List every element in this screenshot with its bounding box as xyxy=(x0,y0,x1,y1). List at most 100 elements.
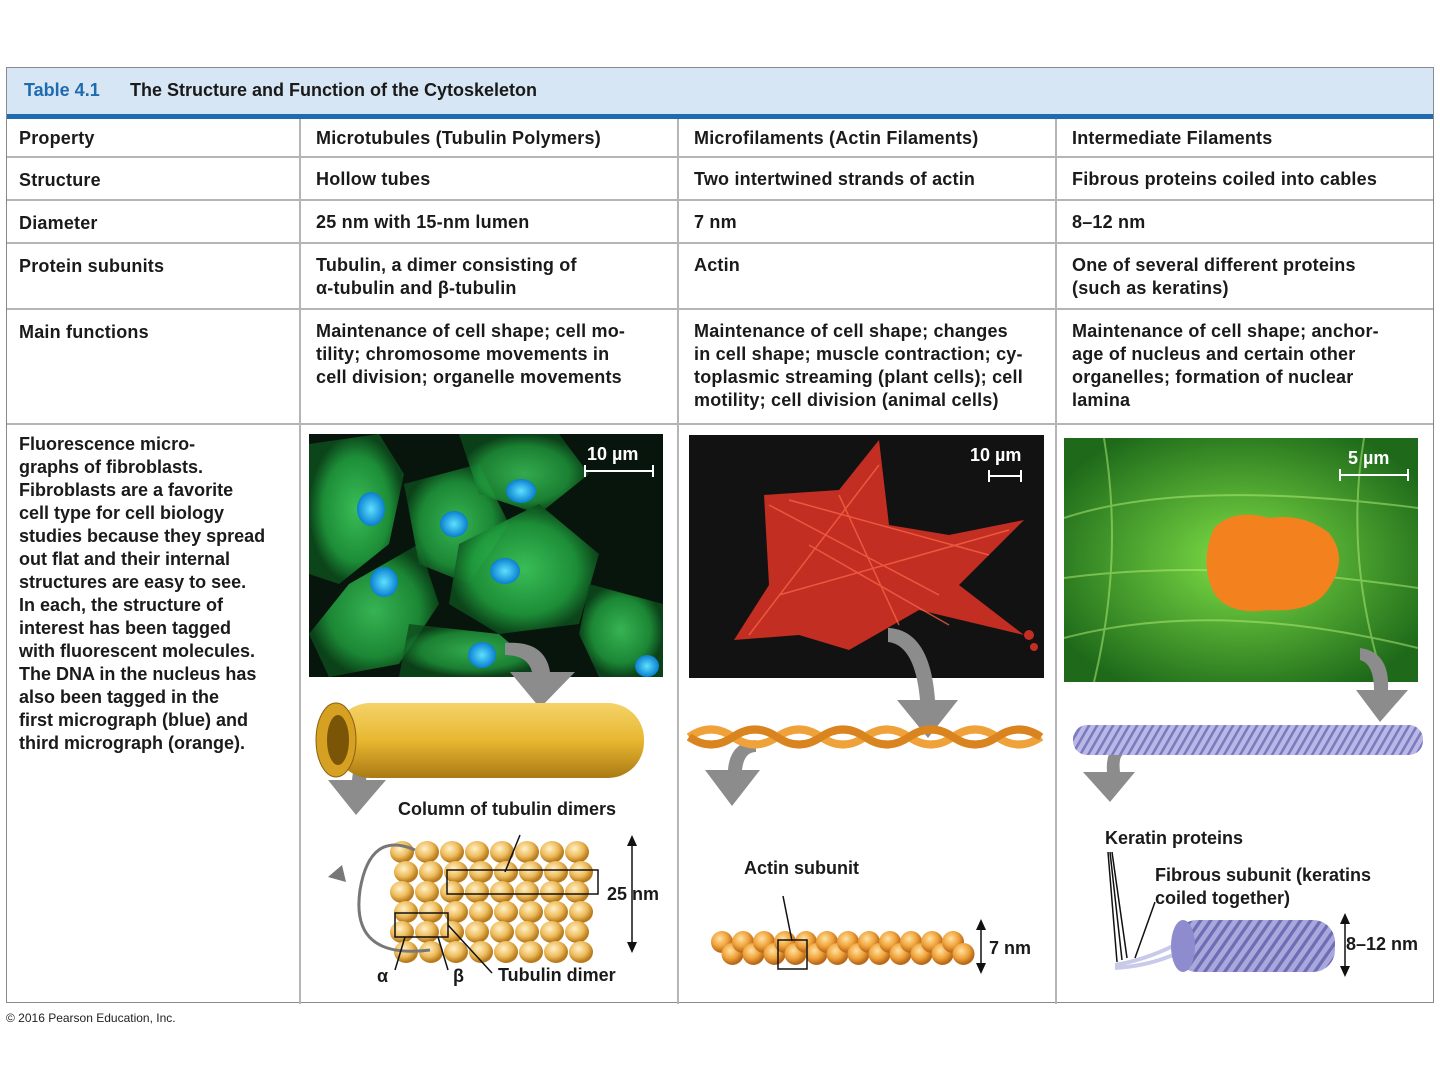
tubulin-subunit xyxy=(415,921,439,943)
tubulin-subunit xyxy=(540,881,564,903)
tubulin-subunit xyxy=(519,941,543,963)
tubulin-subunit xyxy=(515,841,539,863)
keratin-label: Keratin proteins xyxy=(1105,828,1244,848)
tubulin-subunit xyxy=(390,881,414,903)
tubulin-subunit xyxy=(565,881,589,903)
table-cell: 25 nm with 15-nm lumen xyxy=(316,212,530,232)
tubulin-subunit xyxy=(515,881,539,903)
column-header: Intermediate Filaments xyxy=(1072,128,1273,148)
table-cell: Maintenance of cell shape; cell mo- tili… xyxy=(316,320,625,389)
tubulin-subunit xyxy=(544,901,568,923)
tubulin-subunit xyxy=(519,861,543,883)
cell-line: Maintenance of cell shape; changes xyxy=(694,321,1008,341)
scale-label: 10 µm xyxy=(587,444,638,464)
actin-twisted-strand xyxy=(686,725,1044,749)
tubulin-subunit xyxy=(469,901,493,923)
fibroblast-cell xyxy=(459,434,589,514)
tubulin-subunit xyxy=(544,861,568,883)
cell-line: in cell shape; muscle contraction; cy- xyxy=(694,344,1023,364)
leader-line xyxy=(1107,851,1118,963)
leader-line xyxy=(1109,851,1123,961)
caption-line: Fibroblasts are a favorite xyxy=(19,480,234,500)
microfilament-micrograph: 10 µm xyxy=(689,435,1044,678)
leader-line xyxy=(504,834,521,873)
caption-line: first micrograph (blue) and xyxy=(19,710,249,730)
fluorescence-caption: Fluorescence micro- graphs of fibroblast… xyxy=(19,433,265,755)
keratin-cable-diagram xyxy=(1107,851,1350,977)
cable-body xyxy=(1175,920,1335,972)
caption-line: graphs of fibroblasts. xyxy=(19,457,204,477)
actin-stained-cell xyxy=(734,440,1024,650)
column-header: Property xyxy=(19,128,95,148)
tubulin-subunit xyxy=(440,921,464,943)
row-divider xyxy=(7,308,1433,310)
caption-line: with fluorescent molecules. xyxy=(19,641,256,661)
tubulin-subunit xyxy=(569,901,593,923)
cell-line: motility; cell division (animal cells) xyxy=(694,390,999,410)
table-cell: Tubulin, a dimer consisting of α-tubulin… xyxy=(316,254,577,300)
row-divider xyxy=(7,423,1433,425)
actin-strand-b xyxy=(686,725,1044,749)
tubulin-subunit xyxy=(465,881,489,903)
caption-line: structures are easy to see. xyxy=(19,572,247,592)
tubulin-subunit xyxy=(415,881,439,903)
curved-arrow-icon xyxy=(1356,648,1408,722)
scale-label: 10 µm xyxy=(970,445,1021,465)
diameter-label: 7 nm xyxy=(989,938,1032,958)
tubulin-subunit xyxy=(394,901,418,923)
column-header: Microfilaments (Actin Filaments) xyxy=(694,128,979,148)
copyright-notice: © 2016 Pearson Education, Inc. xyxy=(6,1011,176,1025)
column-divider xyxy=(299,119,301,1004)
leader-line xyxy=(1134,901,1156,959)
tubulin-subunit xyxy=(469,941,493,963)
tubulin-subunit xyxy=(440,881,464,903)
table-cell: 8–12 nm xyxy=(1072,212,1146,232)
alpha-label: α xyxy=(377,966,389,986)
curved-arrow-icon xyxy=(705,740,760,806)
dimer-highlight-box xyxy=(394,912,449,938)
tubulin-subunit xyxy=(390,921,414,943)
cell-line: age of nucleus and certain other xyxy=(1072,344,1356,364)
curved-arrow-icon xyxy=(1083,742,1135,802)
cell-line: Maintenance of cell shape; cell mo- xyxy=(316,321,626,341)
intermediate-filament-rod xyxy=(1073,725,1423,755)
fibrous-label-line: Fibrous subunit (keratins xyxy=(1155,865,1372,885)
table-title: The Structure and Function of the Cytosk… xyxy=(130,80,538,100)
leader-line xyxy=(394,936,406,971)
tubulin-subunit xyxy=(565,841,589,863)
table-cell: Hollow tubes xyxy=(316,169,431,189)
tubulin-subunit xyxy=(515,921,539,943)
tubulin-subunit xyxy=(490,841,514,863)
column-divider xyxy=(677,119,679,1004)
tubulin-subunit xyxy=(415,841,439,863)
blue-nucleus xyxy=(440,511,468,537)
tubulin-subunit xyxy=(494,901,518,923)
cell-line: α-tubulin and β-tubulin xyxy=(316,278,517,298)
tubulin-subunit xyxy=(419,861,443,883)
row-divider xyxy=(7,242,1433,244)
table-cell: Two intertwined strands of actin xyxy=(694,169,976,189)
column-highlight-box xyxy=(446,869,599,895)
curved-arrow-icon xyxy=(888,628,958,738)
tubulin-subunit xyxy=(444,861,468,883)
caption-line: cell type for cell biology xyxy=(19,503,225,523)
tubulin-subunit xyxy=(569,861,593,883)
column-divider xyxy=(1055,119,1057,1004)
tubulin-subunit xyxy=(519,901,543,923)
intermediate-filament-micrograph: 5 µm xyxy=(1063,437,1419,683)
actin-subunit-chain xyxy=(711,895,986,974)
scale-label: 5 µm xyxy=(1348,448,1389,468)
caption-line: In each, the structure of xyxy=(19,595,224,615)
subunit-label: Actin subunit xyxy=(744,858,859,878)
blue-nucleus xyxy=(506,479,536,503)
column-header: Microtubules (Tubulin Polymers) xyxy=(316,128,601,148)
cell-line: (such as keratins) xyxy=(1072,278,1229,298)
table-cell: Maintenance of cell shape; anchor- age o… xyxy=(1072,320,1379,412)
row-divider xyxy=(7,199,1433,201)
row-label: Protein subunits xyxy=(19,256,165,276)
cell-line: One of several different proteins xyxy=(1072,255,1356,275)
tubulin-subunit xyxy=(544,941,568,963)
table-number: Table 4.1 xyxy=(24,80,100,100)
diameter-label: 8–12 nm xyxy=(1346,934,1419,954)
actin-bead-group xyxy=(711,931,975,965)
